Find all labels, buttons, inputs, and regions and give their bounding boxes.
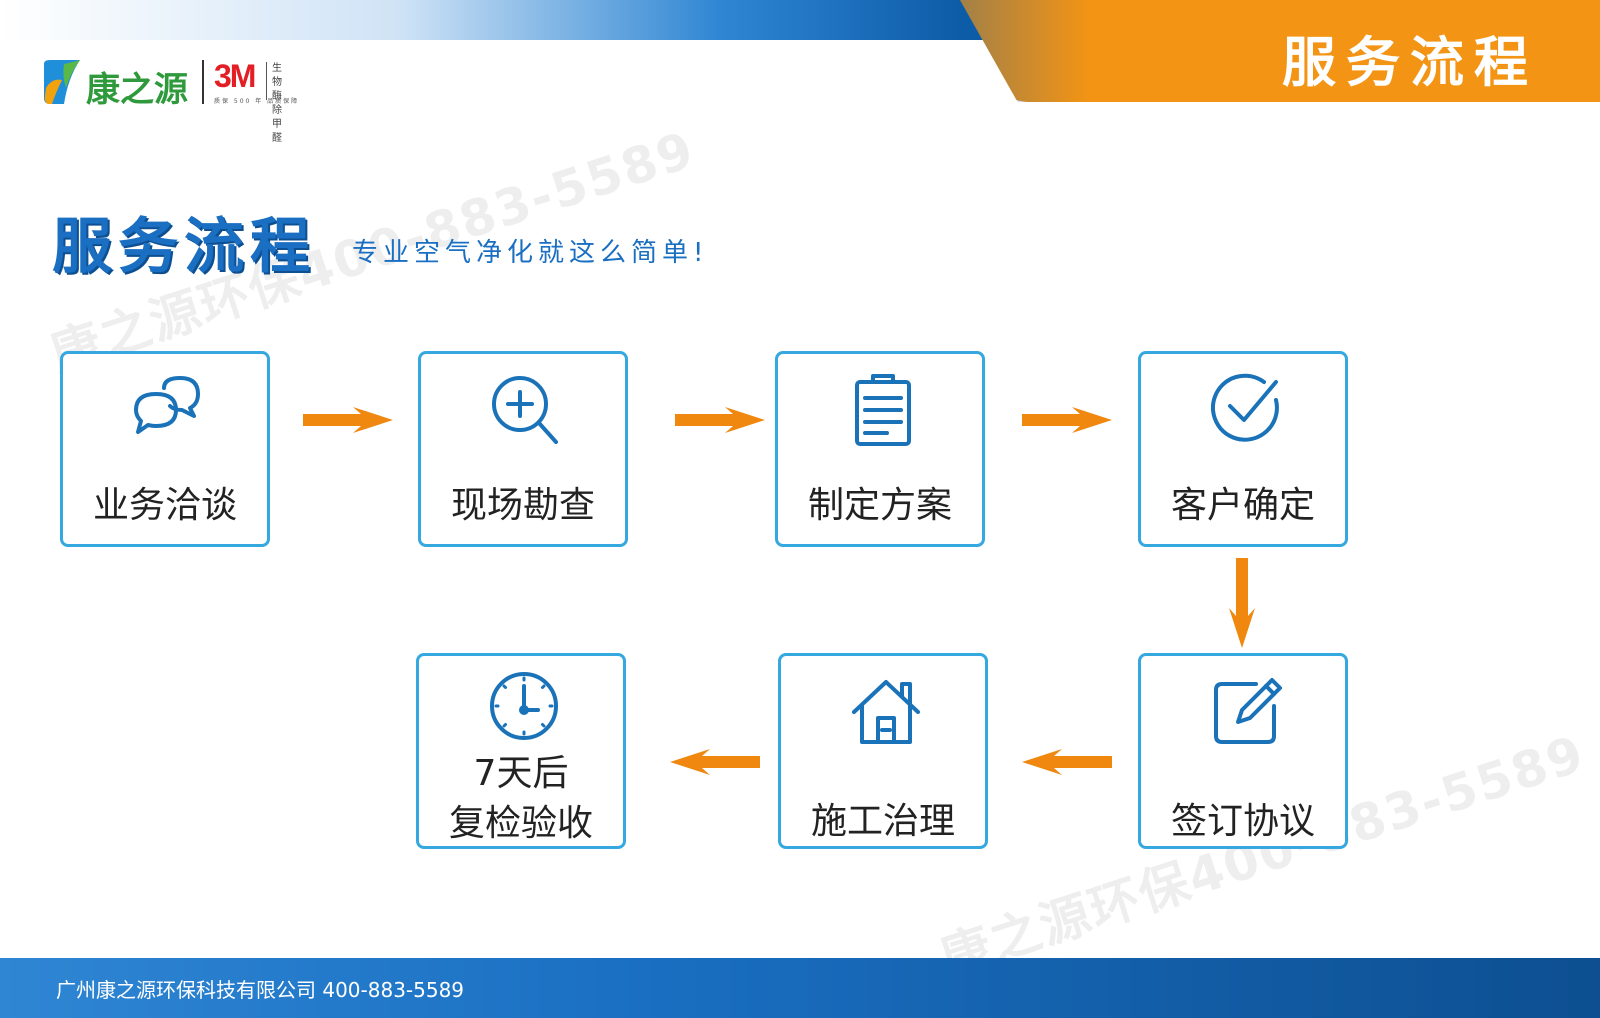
step-label: 制定方案	[807, 485, 952, 526]
header-title: 服务流程	[1282, 31, 1538, 94]
step-sign-agreement: 签订协议	[1138, 653, 1348, 849]
brand-name: 康之源	[86, 70, 188, 110]
logo-divider	[202, 60, 204, 104]
partner-tagline: 质保 500 年 品质保障	[214, 98, 300, 105]
step-label: 客户确定	[1170, 485, 1315, 526]
arrow-left-icon	[670, 749, 760, 775]
step-label-line-1: 7天后	[473, 753, 569, 794]
step-make-plan: 制定方案	[775, 351, 985, 547]
partner-logo-3m: 3M	[214, 58, 256, 94]
partner-line-2: 除甲醛	[272, 105, 282, 144]
footer-company-info: 广州康之源环保科技有限公司 400-883-5589	[56, 978, 465, 1002]
step-label: 现场勘查	[450, 485, 595, 526]
step-recheck-acceptance: 7天后 复检验收	[416, 653, 626, 849]
arrow-right-icon	[675, 407, 765, 433]
arrow-down-icon	[1229, 558, 1255, 648]
step-label: 施工治理	[810, 801, 955, 842]
partner-product: 生物酶 除甲醛	[272, 62, 282, 146]
partner-divider	[266, 62, 267, 100]
step-construction: 施工治理	[778, 653, 988, 849]
clipboard-icon	[855, 374, 911, 446]
section-subtitle: 专业空气净化就这么简单!	[352, 238, 709, 268]
step-business-negotiation: 业务洽谈	[60, 351, 270, 547]
house-icon	[852, 680, 920, 744]
check-circle-icon	[1210, 373, 1279, 442]
step-site-survey: 现场勘查	[418, 351, 628, 547]
edit-icon	[1214, 678, 1282, 744]
arrow-right-icon	[303, 407, 393, 433]
footer-bar: 广州康之源环保科技有限公司 400-883-5589	[0, 958, 1600, 1018]
step-customer-confirm: 客户确定	[1138, 351, 1348, 547]
chat-bubbles-icon	[134, 376, 200, 434]
zoom-in-icon	[492, 376, 558, 444]
arrow-right-icon	[1022, 407, 1112, 433]
section-title: 服务流程	[52, 212, 316, 282]
step-label-line-2: 复检验收	[448, 803, 593, 844]
step-label: 签订协议	[1170, 801, 1315, 842]
clock-icon	[490, 672, 558, 740]
brand-logo-icon	[44, 60, 80, 104]
header-orange-panel	[960, 0, 1600, 102]
step-label: 业务洽谈	[92, 485, 237, 526]
partner-line-1: 生物酶	[272, 63, 282, 102]
arrow-left-icon	[1022, 749, 1112, 775]
